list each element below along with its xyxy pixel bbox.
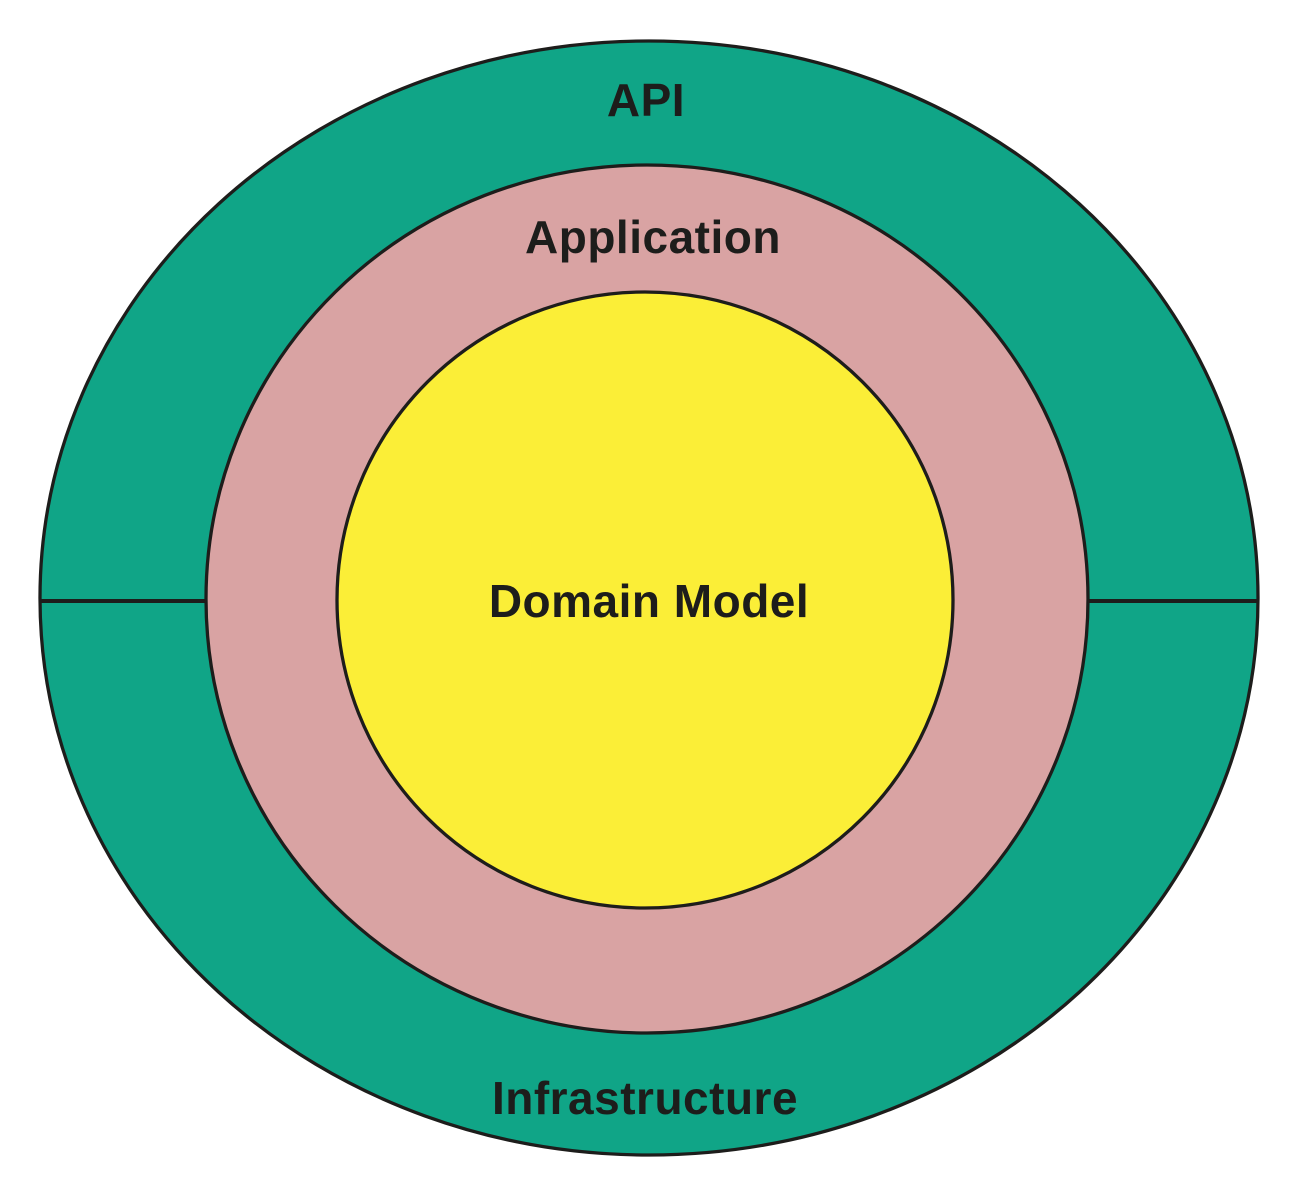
inner-circle	[335, 290, 955, 910]
label-api: API	[607, 74, 685, 126]
label-infrastructure: Infrastructure	[492, 1072, 798, 1124]
label-domain-model: Domain Model	[489, 575, 809, 627]
label-application: Application	[525, 211, 781, 263]
